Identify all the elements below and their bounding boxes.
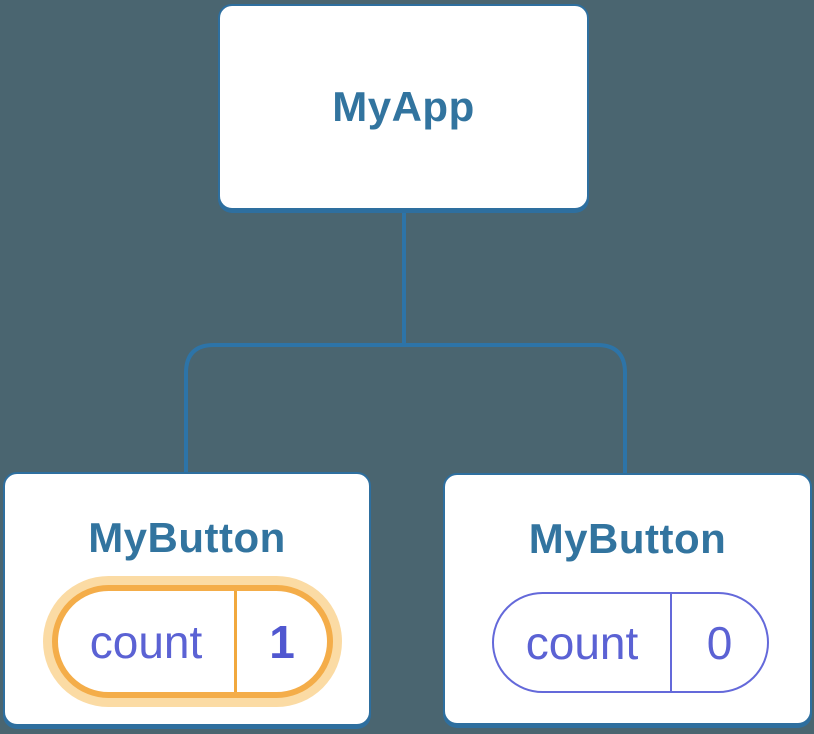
component-name-label: MyButton (88, 514, 286, 561)
connector-bracket (184, 343, 627, 473)
state-key-label: count (89, 615, 203, 668)
pill-divider (234, 591, 237, 692)
component-node-mybutton-highlighted: MyButton count 1 (3, 472, 371, 726)
state-pill-highlighted: count 1 (52, 585, 333, 698)
component-name-label: MyButton (528, 515, 727, 562)
state-key-label: count (525, 616, 639, 669)
pill-divider (670, 594, 672, 691)
component-name-label: MyApp (332, 83, 475, 130)
state-value-label: 1 (269, 615, 295, 668)
component-node-myapp: MyApp (218, 4, 589, 210)
component-node-mybutton-plain: MyButton count 0 (443, 473, 812, 725)
state-pill-plain: count 0 (492, 592, 769, 693)
state-value-label: 0 (706, 616, 733, 669)
